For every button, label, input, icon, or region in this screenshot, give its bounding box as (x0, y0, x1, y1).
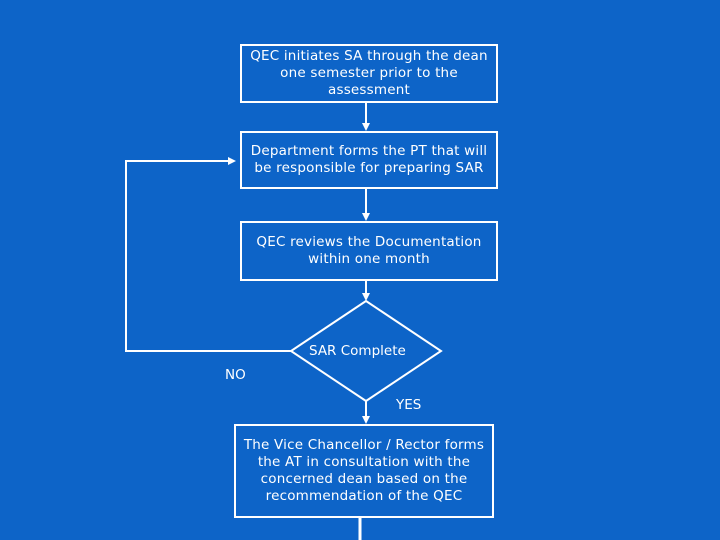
step-department-forms-pt: Department forms the PT that will be res… (240, 131, 498, 189)
decision-label: SAR Complete (309, 343, 406, 359)
decision-no-label: NO (225, 367, 246, 383)
step-department-forms-pt-text: Department forms the PT that will be res… (250, 143, 488, 176)
decision-yes-label: YES (396, 397, 422, 413)
step-qec-reviews: QEC reviews the Documentation within one… (240, 221, 498, 281)
step-vice-chancellor-forms-at: The Vice Chancellor / Rector forms the A… (234, 424, 494, 518)
arrow-decision-no-loop (125, 157, 291, 352)
step-qec-initiates: QEC initiates SA through the dean one se… (240, 44, 498, 103)
step-vice-chancellor-forms-at-text: The Vice Chancellor / Rector forms the A… (243, 437, 485, 504)
step-qec-reviews-text: QEC reviews the Documentation within one… (256, 234, 482, 267)
step-qec-initiates-text: QEC initiates SA through the dean one se… (250, 48, 488, 98)
